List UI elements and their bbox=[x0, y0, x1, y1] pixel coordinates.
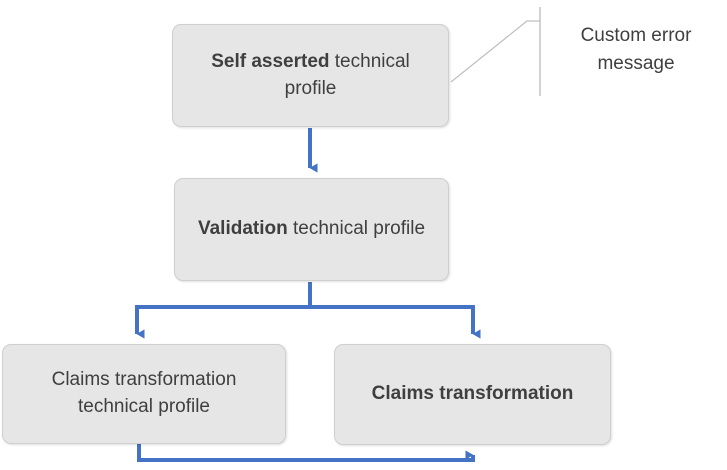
node-validation-regular-text: technical profile bbox=[287, 218, 426, 240]
node-claims-tr-bold-text: Claims transformation bbox=[371, 383, 574, 405]
callout-line-2: message bbox=[597, 52, 675, 74]
node-self-asserted-bold-text: Self asserted bbox=[211, 50, 330, 72]
callout-leader-line bbox=[450, 20, 540, 83]
node-self-asserted-regular-text: technical profile bbox=[284, 50, 410, 99]
callout-line-1: Custom error bbox=[580, 25, 692, 46]
node-claims-tp-regular-text: Claims transformation technical profile bbox=[51, 369, 237, 417]
connector-validation-to-claims-tp bbox=[135, 305, 310, 339]
node-claims-tp-label: Claims transformation technical profile bbox=[17, 367, 271, 421]
node-validation-technical-profile[interactable]: Validation technical profile bbox=[174, 178, 449, 281]
node-claims-transformation-technical-profile[interactable]: Claims transformation technical profile bbox=[2, 344, 286, 444]
node-claims-transformation[interactable]: Claims transformation bbox=[334, 344, 611, 445]
callout-custom-error-message: Custom error message bbox=[552, 22, 720, 77]
connector-validation-to-claims-transformation bbox=[310, 305, 481, 339]
node-self-asserted-label: Self asserted technical profile bbox=[187, 49, 434, 103]
node-claims-tr-label: Claims transformation bbox=[349, 381, 596, 408]
node-validation-label: Validation technical profile bbox=[189, 216, 434, 243]
connector-claims-tp-to-claims-transformation bbox=[137, 444, 475, 462]
node-self-asserted-technical-profile[interactable]: Self asserted technical profile bbox=[172, 24, 449, 127]
node-validation-bold-text: Validation bbox=[197, 218, 288, 240]
